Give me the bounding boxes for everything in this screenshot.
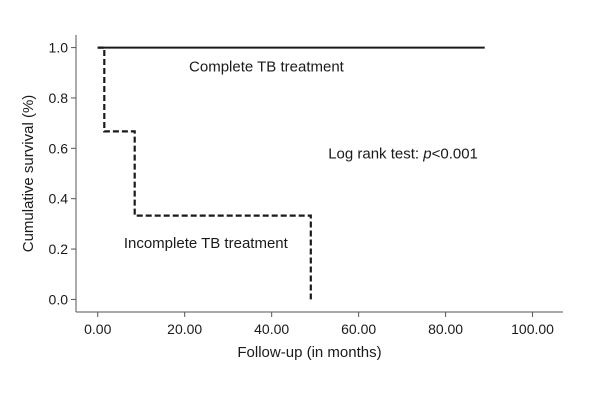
y-tick-label: 0.0	[49, 291, 69, 307]
y-tick-label: 0.4	[49, 191, 69, 207]
x-tick-label: 40.00	[254, 321, 289, 337]
y-tick-label: 1.0	[49, 40, 69, 56]
y-axis-title: Cumulative survival (%)	[20, 95, 37, 253]
series-line-2	[97, 46, 312, 300]
x-tick-label: 100.00	[511, 321, 554, 337]
log-rank-annotation: Log rank test: p<0.001	[328, 145, 478, 162]
x-tick-label: 60.00	[341, 321, 376, 337]
x-tick-label: 0.00	[84, 321, 111, 337]
y-tick-label: 0.8	[49, 90, 69, 106]
series-group	[97, 46, 485, 300]
y-tick-label: 0.2	[49, 241, 69, 257]
x-axis-title: Follow-up (in months)	[237, 344, 381, 361]
series-label-1: Complete TB treatment	[189, 59, 345, 76]
y-tick-label: 0.6	[49, 140, 69, 156]
ticks: 0.00 20.00 40.00 60.00 80.00 100.00 0.0 0.2 0.4 0…	[49, 40, 555, 337]
series-label-2: Incomplete TB treatment	[124, 235, 289, 252]
x-tick-label: 20.00	[167, 321, 202, 337]
axes	[75, 35, 563, 313]
x-tick-label: 80.00	[428, 321, 463, 337]
